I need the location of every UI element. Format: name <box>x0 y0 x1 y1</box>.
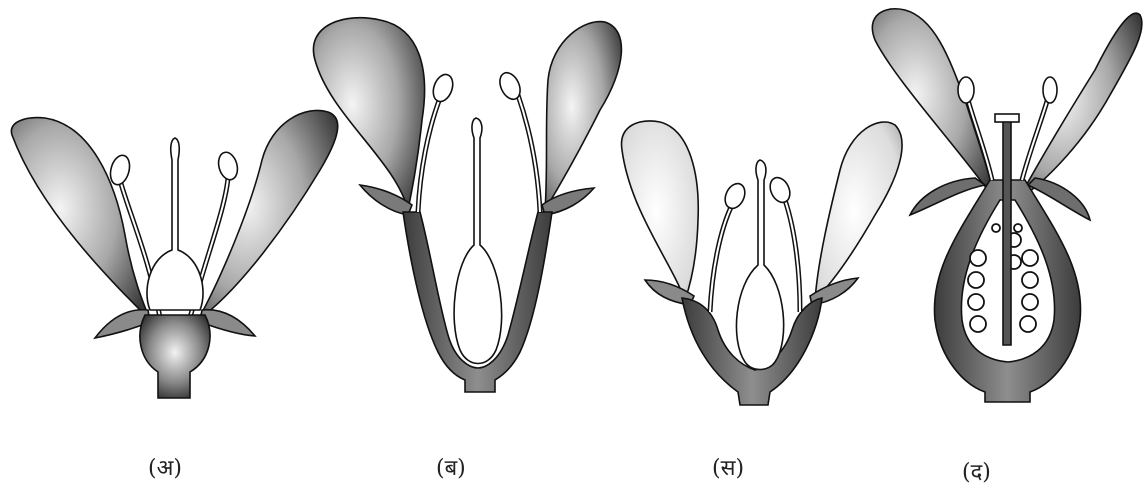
flower-s-petal-left <box>622 121 699 300</box>
flower-s-anther-right <box>766 174 793 205</box>
flower-b-stamen-right <box>518 95 540 212</box>
flower-b-anther-left <box>430 72 456 104</box>
flower-b-pistil <box>454 118 502 364</box>
flower-a-anther-left <box>107 153 132 187</box>
label-b: (ब) <box>436 452 466 482</box>
flower-d-anther-right <box>1043 77 1057 103</box>
flower-s-stamen-left <box>710 205 732 312</box>
label-s: (स) <box>712 452 744 482</box>
flower-d-anther-left <box>958 77 974 103</box>
flower-d-petal-right <box>1018 13 1142 200</box>
flower-s <box>622 121 903 405</box>
flower-s-anther-left <box>721 180 748 211</box>
flower-d-style <box>1003 120 1011 345</box>
label-d: (द) <box>962 456 991 486</box>
flower-a-pistil <box>147 138 203 310</box>
label-a: (अ) <box>148 452 182 482</box>
flower-d-stigma <box>995 114 1019 122</box>
flower-a-anther-right <box>216 150 241 182</box>
flower-a <box>11 110 337 398</box>
flower-s-petal-right <box>815 122 902 300</box>
flower-a-petal-left <box>11 118 150 320</box>
flower-a-receptacle <box>140 315 210 398</box>
flower-d <box>872 9 1142 402</box>
flower-b <box>313 18 621 392</box>
flower-b-petal-right <box>545 22 621 210</box>
